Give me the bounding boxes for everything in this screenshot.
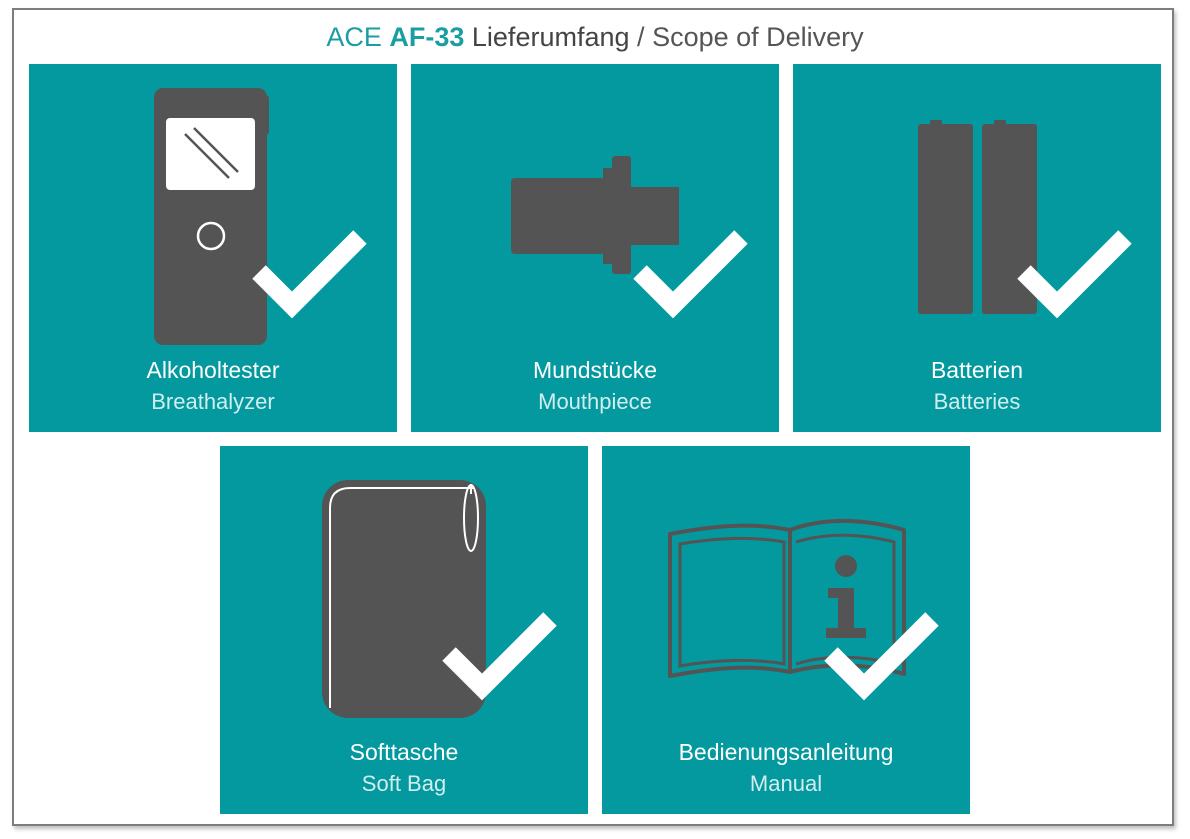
check-icon: [442, 612, 557, 701]
title-german: Lieferumfang: [471, 22, 630, 52]
mouthpiece-icon: [511, 156, 748, 319]
item-tile-batteries: Batterien Batteries: [793, 64, 1161, 432]
item-label-en: Batteries: [933, 389, 1021, 414]
item-tile-soft-bag: Softtasche Soft Bag: [220, 446, 588, 814]
item-label-de: Alkoholtester: [146, 357, 280, 383]
title-brand: ACE: [326, 22, 382, 52]
item-label-de: Mundstücke: [532, 357, 657, 383]
item-label-de: Softtasche: [349, 739, 459, 765]
item-label-en: Soft Bag: [361, 771, 447, 796]
page-title: ACE AF-33 Lieferumfang / Scope of Delive…: [0, 19, 1190, 55]
item-label-en: Manual: [749, 771, 823, 796]
item-tile-manual: Bedienungsanleitung Manual: [602, 446, 970, 814]
title-model: AF-33: [389, 22, 465, 52]
check-icon: [633, 230, 748, 319]
item-label-de: Batterien: [930, 357, 1024, 383]
title-english: Scope of Delivery: [652, 22, 864, 52]
title-separator: /: [637, 22, 645, 52]
item-tile-breathalyzer: Alkoholtester Breathalyzer: [29, 64, 397, 432]
item-label-en: Breathalyzer: [151, 389, 275, 414]
check-icon: [824, 612, 939, 701]
check-icon: [252, 230, 367, 319]
soft-bag-icon: [322, 480, 557, 718]
item-label-de: Bedienungsanleitung: [678, 739, 894, 765]
manual-icon: [668, 518, 939, 701]
item-tile-mouthpiece: Mundstücke Mouthpiece: [411, 64, 779, 432]
batteries-icon: [918, 120, 1132, 319]
check-icon: [1017, 230, 1132, 319]
item-label-en: Mouthpiece: [538, 389, 652, 414]
breathalyzer-icon: [154, 88, 367, 345]
